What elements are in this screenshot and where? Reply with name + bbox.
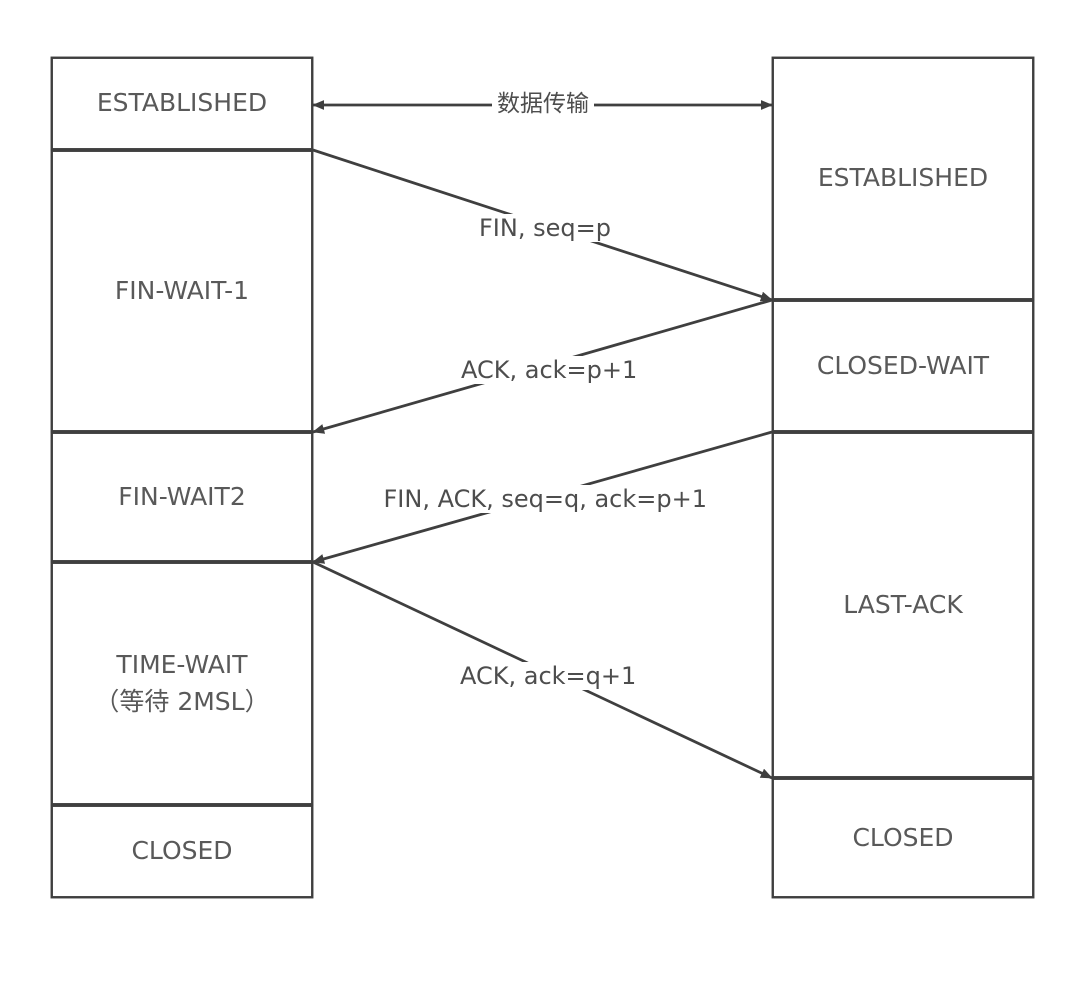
state-box-client-established [50, 56, 314, 151]
state-box-server-last-ack [771, 431, 1035, 779]
message-line-fin-seq-p [312, 148, 773, 302]
state-box-server-closed [771, 777, 1035, 899]
state-box-client-fin-wait-1 [50, 149, 314, 433]
state-box-client-time-wait [50, 561, 314, 806]
message-line-fin-ack-seq-q [312, 430, 773, 564]
message-lines-layer [312, 100, 773, 780]
state-box-client-fin-wait-2 [50, 431, 314, 563]
state-box-server-closed-wait [771, 299, 1035, 433]
state-boxes-layer [50, 56, 1035, 899]
state-box-server-established [771, 56, 1035, 301]
message-line-ack-ack-q-plus-1 [312, 560, 773, 780]
message-line-ack-ack-p-plus-1 [312, 298, 773, 434]
state-box-client-closed [50, 804, 314, 899]
